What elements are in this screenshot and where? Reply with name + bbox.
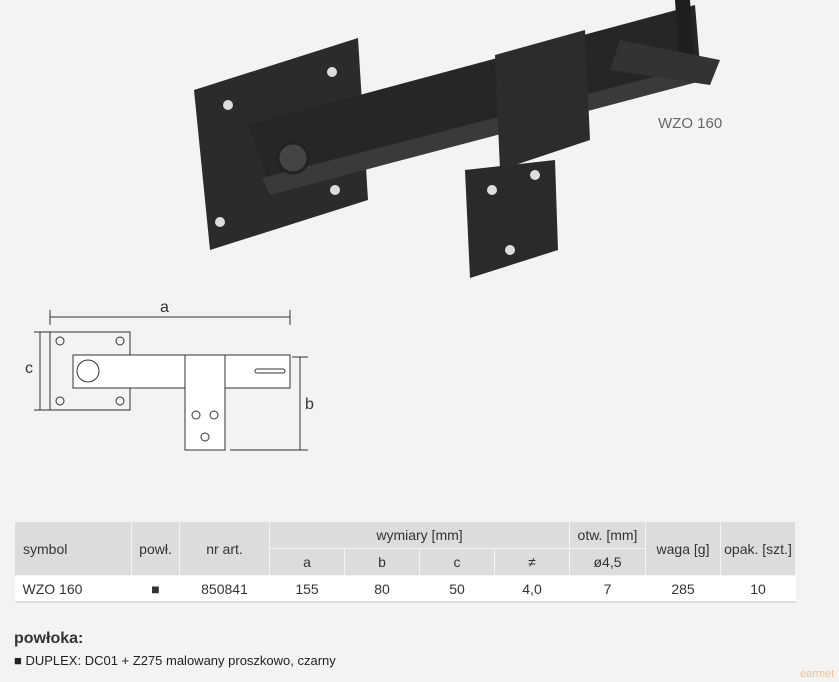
col-c: c bbox=[419, 548, 495, 576]
cell-symbol: WZO 160 bbox=[14, 575, 132, 603]
col-b: b bbox=[344, 548, 420, 576]
watermark: earmet bbox=[800, 668, 835, 680]
col-coating: powł. bbox=[131, 521, 180, 576]
dim-b-label: b bbox=[305, 396, 314, 413]
cell-coating: ■ bbox=[131, 575, 180, 603]
cell-c: 50 bbox=[419, 575, 495, 603]
spec-table: symbol powł. nr art. wymiary [mm] otw. [… bbox=[14, 521, 796, 603]
col-hole-diameter: ø4,5 bbox=[569, 548, 646, 576]
cell-weight: 285 bbox=[645, 575, 721, 603]
table-row: WZO 160 ■ 850841 155 80 50 4,0 7 285 10 bbox=[14, 575, 796, 603]
coating-item: ■ DUPLEX: DC01 + Z275 malowany proszkowo… bbox=[14, 653, 336, 668]
col-dimensions: wymiary [mm] bbox=[269, 521, 570, 549]
dim-c-label: c bbox=[25, 360, 33, 377]
product-label: WZO 160 bbox=[658, 115, 723, 132]
col-symbol: symbol bbox=[14, 521, 132, 576]
cell-holes: 7 bbox=[569, 575, 646, 603]
cell-a: 155 bbox=[269, 575, 345, 603]
col-weight: waga [g] bbox=[645, 521, 721, 576]
col-article: nr art. bbox=[179, 521, 270, 576]
cell-b: 80 bbox=[344, 575, 420, 603]
col-a: a bbox=[269, 548, 345, 576]
cell-thickness: 4,0 bbox=[494, 575, 570, 603]
col-thickness: ≠ bbox=[494, 548, 570, 576]
col-pack: opak. [szt.] bbox=[720, 521, 796, 576]
cell-pack: 10 bbox=[720, 575, 796, 603]
product-photo bbox=[194, 0, 720, 278]
dim-a-label: a bbox=[160, 299, 169, 316]
col-holes: otw. [mm] bbox=[569, 521, 646, 549]
coating-title: powłoka: bbox=[14, 630, 84, 647]
technical-drawing bbox=[34, 310, 308, 451]
cell-article: 850841 bbox=[179, 575, 270, 603]
